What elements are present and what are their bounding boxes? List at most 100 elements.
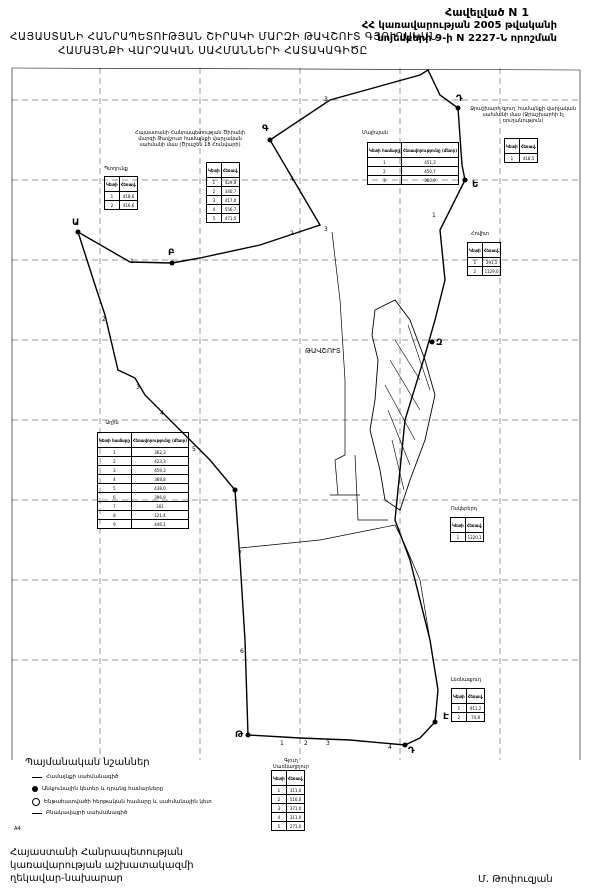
table-cell: 2 [97,456,132,466]
segment-number: 3 [136,384,140,391]
table-cell: 2 [451,712,467,722]
corner-point-e2 [432,719,438,725]
table-cell: 121,4 [130,510,190,520]
segment-number: 7 [238,550,242,557]
table-cell: 340,7 [220,186,241,196]
table-cell: 451,3 [400,157,460,167]
table-cell: 291,1 [481,257,502,267]
table-header-cell: Հեռավ. [465,688,486,704]
table-header-cell: Կետի [504,138,520,154]
legend-item-segment: Ենթահատվածի հերթական համարը և սահմանային… [32,798,212,806]
segment-number: 4 [160,410,164,417]
decree-line-1: ՀՀ կառավարության 2005 թվականի [361,20,557,31]
point-label-d2: Դ [408,746,415,756]
table-cell: 271,0 [285,821,306,831]
internal-line [239,524,431,641]
table-cell: 423,3 [130,456,190,466]
table-cell: 446,1 [130,519,190,529]
table-header-cell: Հեռավորությունը (մետր) [130,432,190,448]
table-cell: 2 [271,794,287,804]
table-cell: 311,0 [285,785,306,795]
legend-item-label: Համայնքի սահմանագիծ [46,774,119,780]
table-cell: 3 [206,195,222,205]
table-caption: Հայաստանի Հանրապետության Ծիրանի մարզի Թա… [135,130,245,148]
internal-lines [239,231,431,641]
table-header-cell: Հեռավ. [518,138,539,154]
title-line-2: ՀԱՄԱՅՆՔԻ ՎԱՐՉԱԿԱՆ ՍԱՀՄԱՆՆԵՐԻ ՀԱՏԱԿԱԳԻԾԸ [58,45,368,57]
table-header-cell: Հեռավ. [118,176,139,192]
table-cell: 1 [451,703,467,713]
segment-number: 3 [326,740,330,747]
table-cell: 368,8 [130,474,190,484]
corner-points [75,105,468,748]
document-header: Հավելված N 1 ՀՀ կառավարության 2005 թվակա… [362,6,557,45]
segment-point-icon [32,798,40,806]
legend-item-label: Անկյունային կետեր և դրանց համարները [42,786,164,792]
boundary-line-icon [32,776,42,778]
table-header-cell: Հեռավ. [464,517,485,533]
table-cell: 1 [504,153,520,163]
table-cell: 301 [130,501,190,511]
table-header-cell: Կետի [467,242,483,258]
table-cell: 1 [271,785,287,795]
table-cell: 450,7 [400,166,460,176]
table-cell: 1 [97,447,132,457]
segment-number: 6 [240,648,244,655]
table-cell: 2 [206,186,222,196]
segment-number: 2 [290,230,294,237]
appendix-number: Հավելված N 1 [445,6,529,19]
point-label-e: Ե [472,180,479,190]
legend-item-settlement: Բնակավայրի սահմանագիծ [32,810,127,816]
point-label-b: Բ [168,248,175,258]
table-cell: 4 [271,812,287,822]
table-cell: 438,0 [130,483,190,493]
segment-number: 4 [388,744,392,751]
hatch-line [394,339,421,381]
table-header-cell: Հեռավ. [220,162,241,178]
legend-title: Պայմանական նշաններ [25,757,150,768]
corner-point-ee [232,487,238,493]
table-header-cell: Կետի [206,162,222,178]
legend-item-boundary: Համայնքի սահմանագիծ [32,774,118,780]
table-caption: Հովիտ [471,231,489,237]
segment-number: 5 [192,446,196,453]
corner-point-g [267,137,273,143]
table-header-cell: Կետի համարը [97,432,132,448]
point-label-z: Զ [436,338,443,348]
table-cell: 1 [450,532,466,542]
table-cell: 417,0 [220,195,241,205]
table-caption: Ջրաշխարհ գյուղ՝ համայնքի վարչական սահման… [470,106,576,124]
map-frame [11,67,581,760]
table-cell: 3 [271,803,287,813]
page-size-mark: A4 [14,826,21,832]
internal-line [331,231,346,496]
corner-point-b [169,260,175,266]
table-header-cell: Կետի համարը [367,142,402,158]
table-header-cell: Կետի [271,770,287,786]
table-cell: 7 [97,501,132,511]
table-cell: 471,5 [220,213,241,223]
table-cell: 2 [104,200,120,210]
table-cell: 4 [206,204,222,214]
segment-number: 1 [280,740,284,747]
table-header-cell: Հեռավորությունը (մետր) [400,142,460,158]
settlement-hatching [384,324,431,491]
